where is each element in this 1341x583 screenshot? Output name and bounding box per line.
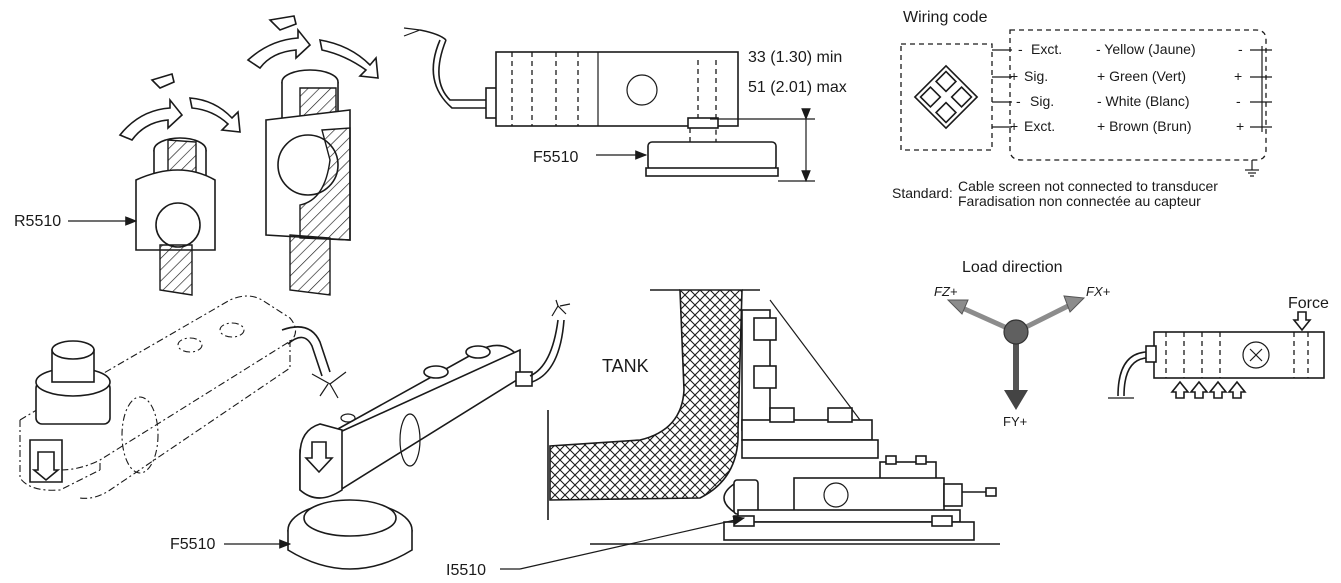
svg-text:-: - xyxy=(1018,41,1023,57)
svg-text:+ Brown (Brun): + Brown (Brun) xyxy=(1097,118,1192,134)
standard-note-line1: Cable screen not connected to transducer xyxy=(958,178,1218,194)
wiring-code-title: Wiring code xyxy=(903,9,988,26)
r5510-label: R5510 xyxy=(14,213,61,230)
wiring-row: - Sig. - White (Blanc) - xyxy=(1016,93,1241,109)
wiring-row: + Exct. + Brown (Brun) + xyxy=(1010,118,1244,134)
wiring-row: - Exct. - Yellow (Jaune) - xyxy=(1018,41,1243,57)
load-direction-title: Load direction xyxy=(962,259,1063,276)
svg-text:Exct.: Exct. xyxy=(1024,118,1055,134)
svg-text:Exct.: Exct. xyxy=(1031,41,1062,57)
side-view-drawing xyxy=(403,27,815,183)
svg-text:- White (Blanc): - White (Blanc) xyxy=(1097,93,1190,109)
rocker-foot-drawing xyxy=(118,15,379,296)
svg-text:Sig.: Sig. xyxy=(1030,93,1054,109)
wiring-row: + Sig. + Green (Vert) + xyxy=(1010,68,1242,84)
dimension-max-label: 51 (2.01) max xyxy=(748,79,847,96)
i5510-label: I5510 xyxy=(446,562,486,579)
tank-mounting-assembly xyxy=(500,289,1000,570)
svg-text:+ Green (Vert): + Green (Vert) xyxy=(1097,68,1186,84)
f5510-top-label: F5510 xyxy=(533,149,578,166)
fz-label: FZ+ xyxy=(934,284,958,299)
svg-text:-: - xyxy=(1016,93,1021,109)
standard-note-line2: Faradisation non connectée au capteur xyxy=(958,193,1201,209)
svg-text:+: + xyxy=(1010,118,1018,134)
svg-text:Sig.: Sig. xyxy=(1024,68,1048,84)
tank-label: TANK xyxy=(602,356,649,376)
wiring-schematic xyxy=(900,29,1272,177)
standard-label: Standard: xyxy=(892,185,953,201)
fx-label: FX+ xyxy=(1086,284,1111,299)
f5510-bottom-label: F5510 xyxy=(170,536,215,553)
dimension-min-label: 33 (1.30) min xyxy=(748,49,842,66)
load-direction-arrows xyxy=(946,295,1086,410)
svg-text:-: - xyxy=(1238,41,1243,57)
svg-text:+: + xyxy=(1234,68,1242,84)
svg-text:-: - xyxy=(1236,93,1241,109)
load-cell-isometric-left xyxy=(19,295,347,499)
force-label: Force xyxy=(1288,295,1329,312)
load-cell-isometric-right xyxy=(287,299,571,570)
svg-text:- Yellow (Jaune): - Yellow (Jaune) xyxy=(1096,41,1196,57)
svg-text:+: + xyxy=(1010,68,1018,84)
force-diagram xyxy=(1108,311,1325,399)
svg-text:+: + xyxy=(1236,118,1244,134)
fy-label: FY+ xyxy=(1003,414,1027,429)
